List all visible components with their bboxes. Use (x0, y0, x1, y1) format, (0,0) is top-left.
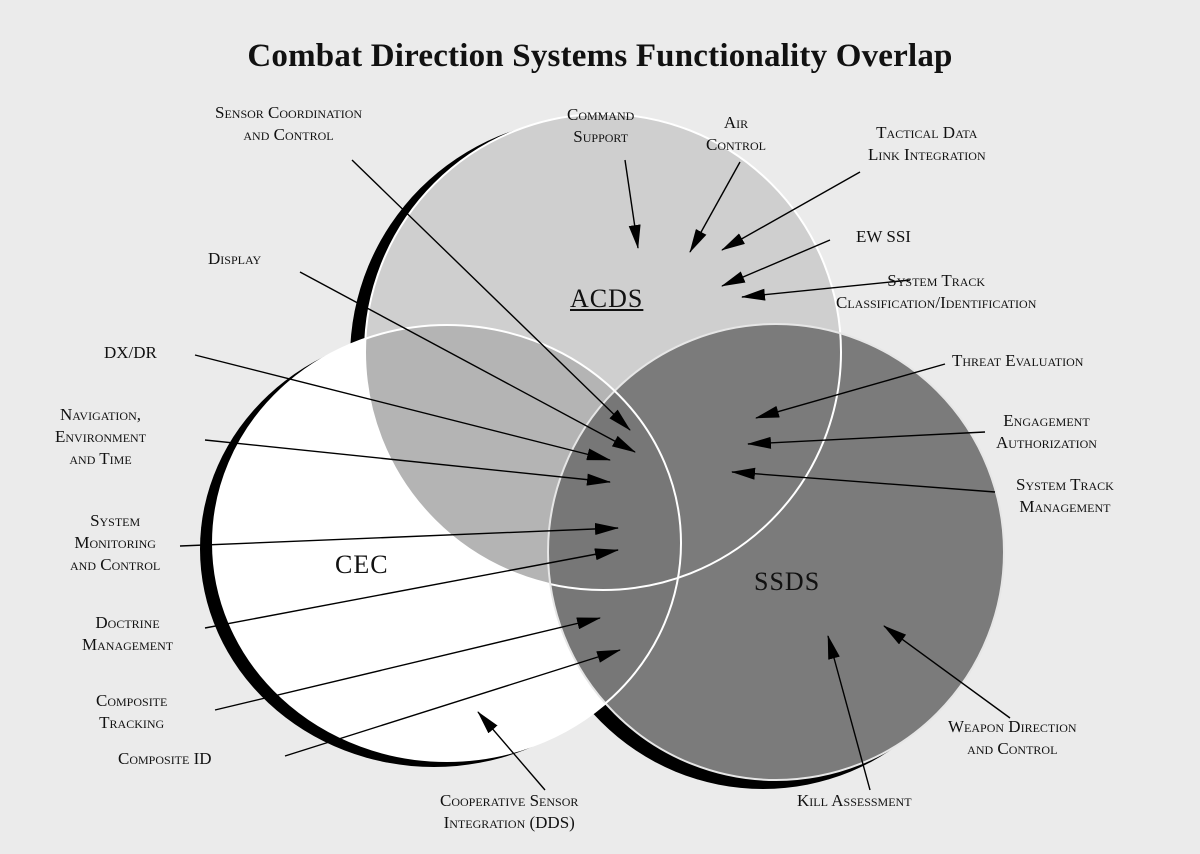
arrow-composite-id (284, 649, 621, 757)
label-tactical-data-link: Tactical Data Link Integration (868, 123, 986, 164)
arrow-air-control (689, 161, 741, 253)
cec-outline (212, 324, 682, 762)
ssds-circle (548, 324, 1004, 780)
arrow-threat-evaluation (755, 363, 946, 419)
set-label-ssds: SSDS (754, 567, 821, 596)
arrow-system-track-management (731, 467, 996, 493)
arrow-composite-tracking (214, 617, 601, 711)
label-weapon-direction: Weapon Direction and Control (948, 717, 1077, 758)
arrow-command-support (624, 159, 641, 249)
arrow-system-monitoring (179, 522, 619, 547)
label-command-support: Command Support (567, 105, 635, 146)
ssds-outline (547, 323, 1005, 781)
arrow-tactical-data-link (721, 171, 861, 251)
set-label-cec: CEC (335, 550, 389, 579)
arrow-kill-assessment (827, 635, 871, 791)
label-engagement-authorization: Engagement Authorization (996, 411, 1097, 452)
arrow-display (299, 271, 636, 453)
label-sensor-coordination: Sensor Coordination and Control (215, 103, 363, 144)
label-doctrine-management: Doctrine Management (82, 613, 174, 654)
label-system-track-classification: System Track Classification/Identificati… (836, 271, 1037, 312)
arrow-doctrine-management (204, 548, 619, 629)
label-ew-ssi: EW SSI (856, 227, 911, 246)
arrow-weapon-direction (883, 625, 1011, 719)
acds-outline (364, 113, 842, 591)
label-display: Display (208, 249, 262, 268)
label-kill-assessment: Kill Assessment (797, 791, 912, 810)
arrow-ew-ssi (721, 239, 831, 287)
arrow-system-track-classification (741, 279, 911, 301)
label-system-monitoring: System Monitoring and Control (70, 511, 161, 574)
arrow-engagement-authorization (747, 431, 986, 449)
label-system-track-management: System Track Management (1016, 475, 1114, 516)
label-composite-tracking: Composite Tracking (96, 691, 168, 732)
arrow-dx-dr (194, 354, 611, 461)
arrow-cooperative-sensor (477, 711, 546, 791)
label-dx-dr: DX/DR (104, 343, 157, 362)
label-composite-id: Composite ID (118, 749, 212, 768)
set-label-acds: ACDS (570, 284, 644, 313)
arrow-sensor-coordination (351, 159, 631, 431)
label-air-control: Air Control (706, 113, 767, 154)
arrow-navigation (204, 439, 611, 486)
diagram-title: Combat Direction Systems Functionality O… (247, 38, 953, 74)
label-navigation: Navigation, Environment and Time (55, 405, 147, 468)
label-threat-evaluation: Threat Evaluation (952, 351, 1084, 370)
label-cooperative-sensor: Cooperative Sensor Integration (DDS) (440, 791, 579, 832)
